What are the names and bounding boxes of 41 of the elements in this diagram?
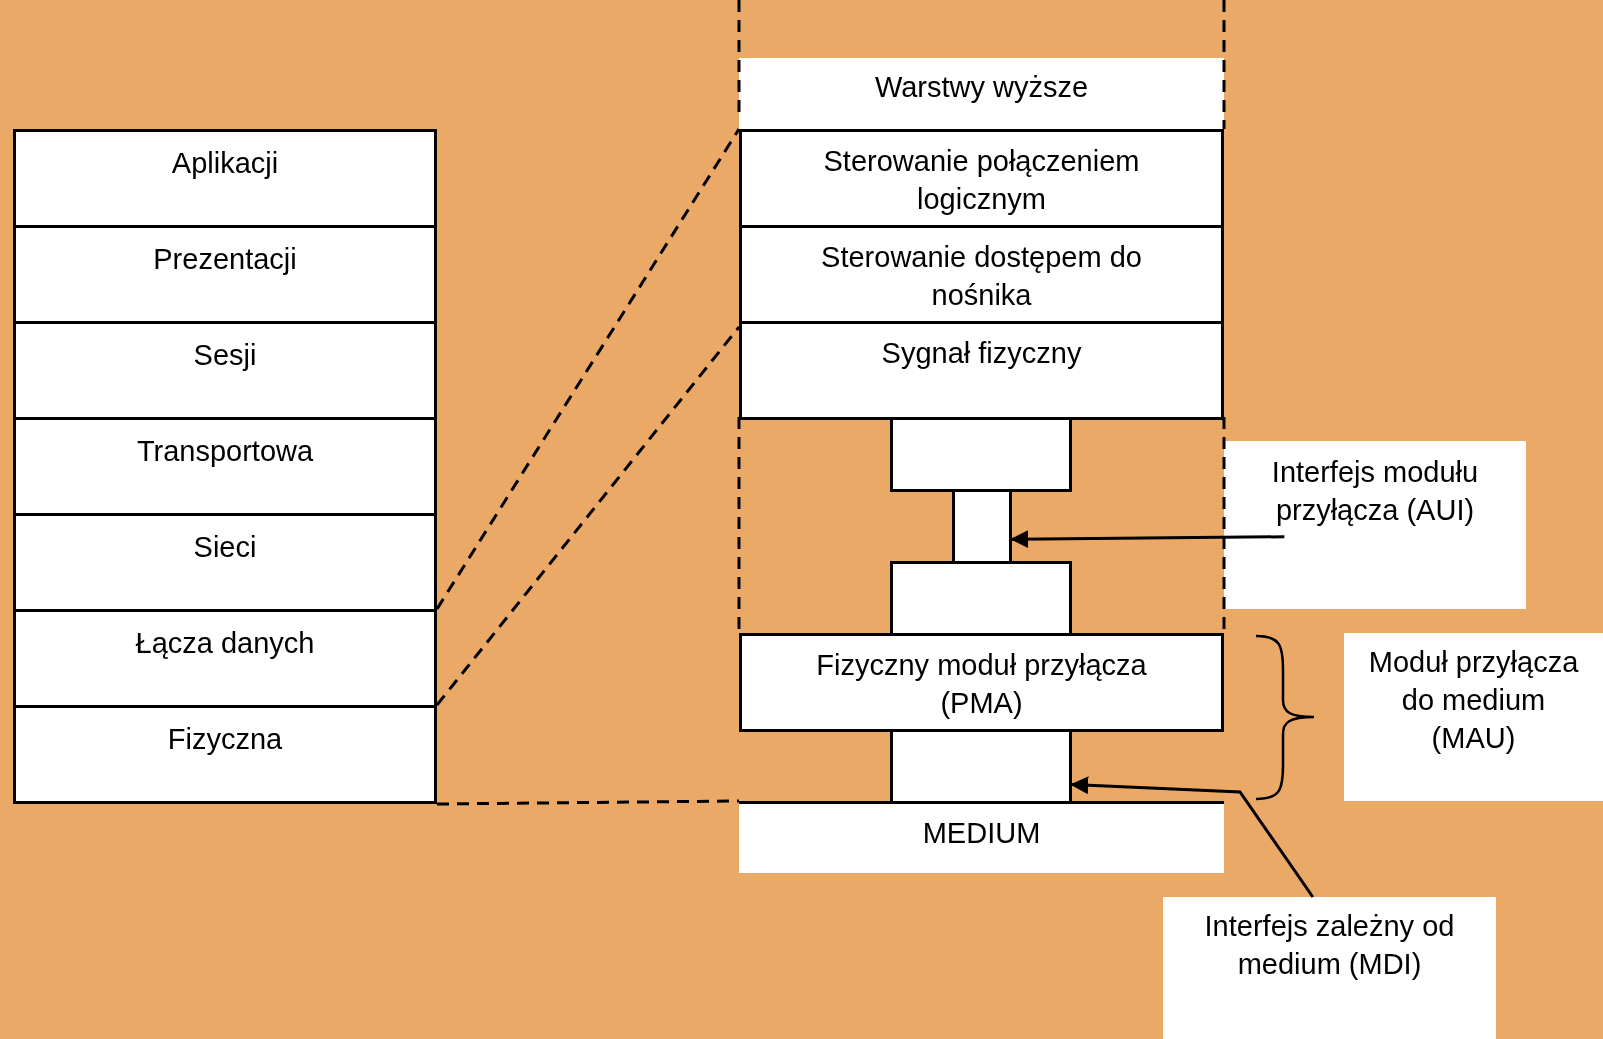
layer-label: Moduł przyłącza do medium (MAU): [1367, 645, 1580, 756]
callout-box: [1163, 897, 1496, 1039]
layer-box: [13, 417, 437, 516]
layer-label: Interfejs zależny od medium (MDI): [1203, 909, 1456, 982]
layer-label: Fizyczna: [166, 722, 284, 757]
layer-label: MEDIUM: [921, 816, 1042, 851]
arrow: [1010, 530, 1285, 549]
cable-block: [952, 489, 1012, 564]
layer-box: [739, 225, 1224, 324]
module-box: [739, 633, 1224, 732]
layer-label: Łącza danych: [134, 626, 316, 661]
projection-line: [435, 128, 741, 610]
layer-label: Fizyczny moduł przyłącza (PMA): [815, 648, 1148, 721]
projection-line: [437, 799, 739, 806]
arrow: [1070, 776, 1315, 898]
layer-label: Sesji: [192, 338, 258, 373]
layer-box: [13, 609, 437, 708]
layer-box: [739, 129, 1224, 228]
connector-block: [890, 561, 1072, 636]
layer-label: Aplikacji: [170, 146, 280, 181]
layer-box: [13, 225, 437, 324]
connector-block: [890, 729, 1072, 804]
callout-box: [1224, 441, 1526, 609]
connector-block: [890, 417, 1072, 492]
layer-box: [13, 705, 437, 804]
layer-label: Sterowanie dostępem do nośnika: [820, 240, 1143, 313]
callout-box: [1344, 633, 1603, 801]
layer-label: Transportowa: [135, 434, 315, 469]
projection-line: [435, 326, 741, 706]
layer-label: Prezentacji: [152, 242, 298, 277]
layer-label: Interfejs modułu przyłącza (AUI): [1270, 455, 1480, 528]
medium-box: [739, 801, 1224, 873]
layer-label: Sterowanie połączeniem logicznym: [822, 144, 1141, 217]
layer-box: [739, 58, 1224, 129]
layer-label: Sygnał fizyczny: [880, 336, 1083, 371]
layer-box: [13, 513, 437, 612]
layer-box: [739, 321, 1224, 420]
layer-box: [13, 129, 437, 228]
layer-label: Warstwy wyższe: [873, 70, 1090, 105]
layer-label: Sieci: [192, 530, 258, 565]
layer-box: [13, 321, 437, 420]
